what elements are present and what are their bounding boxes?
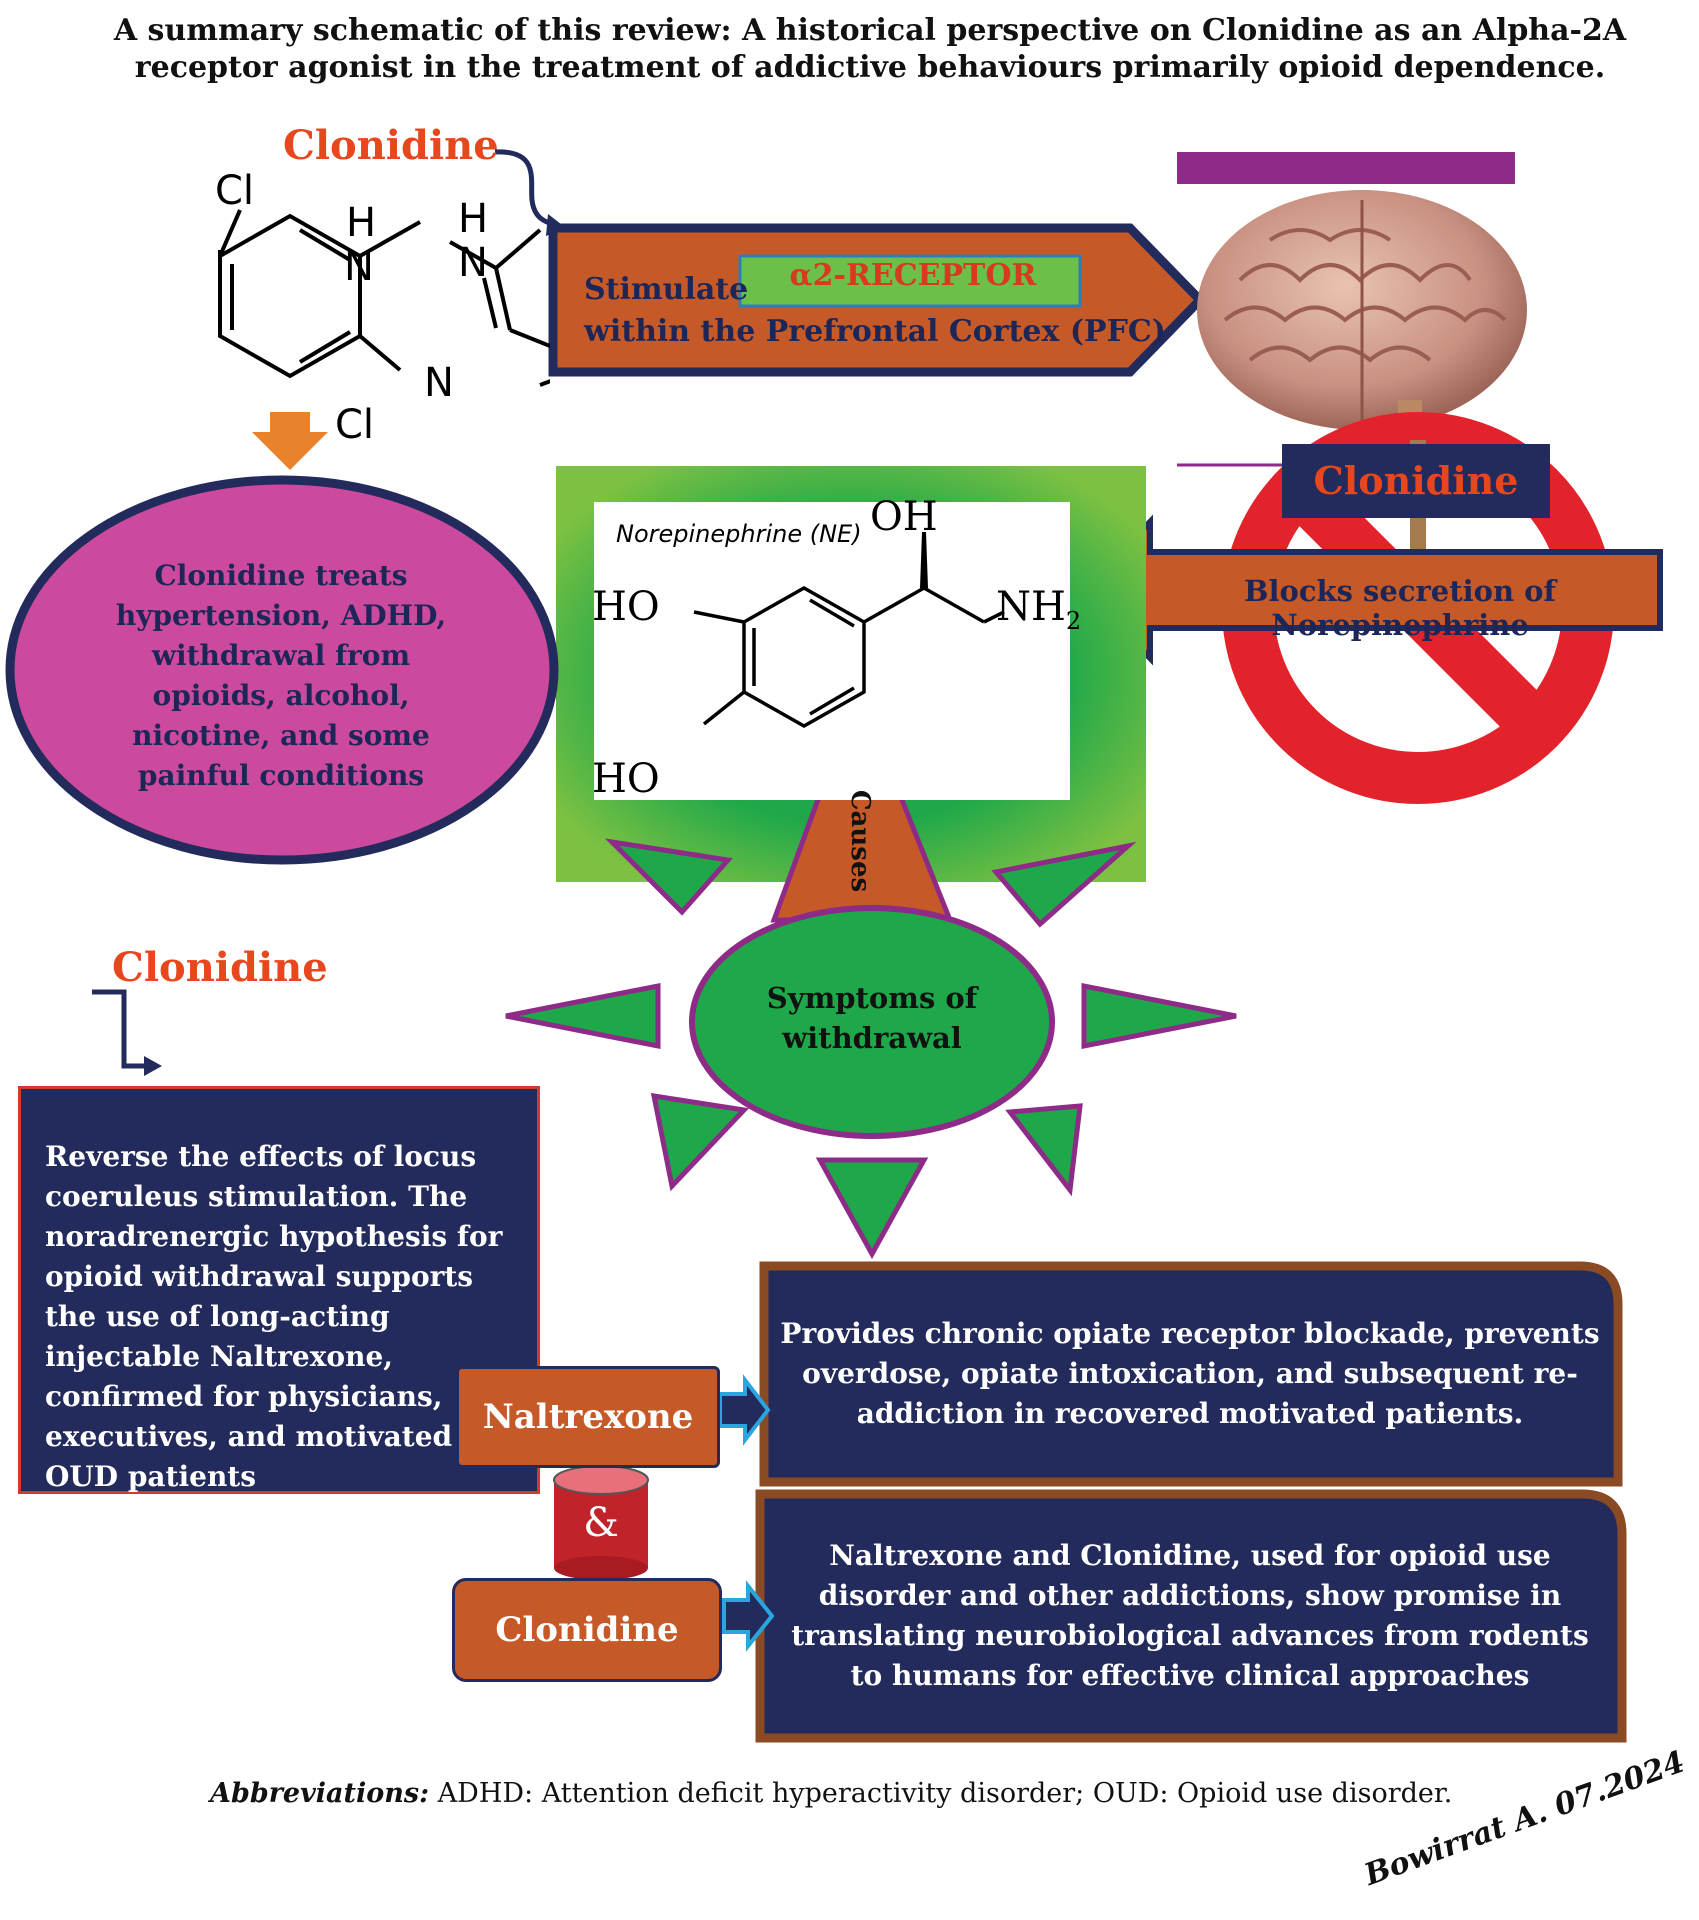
down-arrow-icon xyxy=(252,412,328,470)
curved-connector xyxy=(494,149,556,228)
treats-ellipse xyxy=(5,475,559,865)
withdrawal-rays xyxy=(505,838,1237,1260)
pfc-label: within the Prefrontal Cortex (PFC) xyxy=(584,314,1166,349)
h-atom-2: H xyxy=(458,196,489,242)
blocks-arrow-shape xyxy=(1080,514,1663,666)
ne-ho-2: HO xyxy=(592,756,660,802)
cl-atom-2: Cl xyxy=(335,402,375,448)
page-title: A summary schematic of this review: A hi… xyxy=(113,13,1627,85)
combo-box-shape xyxy=(755,1489,1627,1743)
abbreviations-text: ADHD: Attention deficit hyperactivity di… xyxy=(429,1778,1453,1809)
elbow-connector-head xyxy=(144,1056,162,1076)
ne-nh2: NH2 xyxy=(996,584,1081,635)
ampersand-label: & xyxy=(583,1500,619,1546)
clonidine-top-label: Clonidine xyxy=(283,122,499,169)
elbow-connector xyxy=(92,989,148,1069)
ne-panel xyxy=(594,502,1070,800)
ne-ho-1: HO xyxy=(592,584,660,630)
reverse-box: Reverse the effects of locus coeruleus s… xyxy=(18,1086,540,1494)
cylinder-connector xyxy=(553,1465,649,1580)
causes-label: Causes xyxy=(845,789,875,893)
ne-subscript: 2 xyxy=(1065,607,1082,635)
purple-bar xyxy=(1177,152,1515,184)
arrow-icons xyxy=(718,1374,775,1652)
symptoms-text: Symptoms of withdrawal xyxy=(766,981,978,1055)
n-atom-2: N xyxy=(458,240,488,286)
combo-text: Naltrexone and Clonidine, used for opioi… xyxy=(791,1539,1589,1692)
clonidine-block-label: Clonidine xyxy=(1282,444,1550,518)
n-atom-1: N xyxy=(344,244,374,290)
symptoms-ellipse xyxy=(689,905,1055,1139)
stimulate-word: Stimulate xyxy=(584,272,749,307)
abbreviations: Abbreviations: ADHD: Attention deficit h… xyxy=(210,1778,1452,1809)
ne-structure-diagram xyxy=(693,532,1005,729)
ne-oh-top: OH xyxy=(870,494,938,540)
abbreviations-label: Abbreviations: xyxy=(210,1778,430,1809)
naltrexone-label: Naltrexone xyxy=(456,1366,720,1468)
h-atom-1: H xyxy=(346,200,377,246)
receptor-highlight xyxy=(738,254,1082,308)
receptor-label: α2-RECEPTOR xyxy=(789,258,1037,293)
treats-text: Clonidine treats hypertension, ADHD, wit… xyxy=(115,559,447,792)
ne-nh-text: NH xyxy=(996,584,1066,630)
n-atom-3: N xyxy=(424,360,454,406)
provides-box-shape xyxy=(759,1261,1623,1487)
clonidine-bottom-label: Clonidine xyxy=(452,1578,722,1682)
clonidine-structure-diagram xyxy=(218,209,550,387)
ne-label: Norepinephrine (NE) xyxy=(616,520,862,548)
cl-atom-1: Cl xyxy=(215,168,255,214)
clonidine-mid-label: Clonidine xyxy=(112,944,328,991)
blocks-text: Blocks secretion of Norepinephrine xyxy=(1244,574,1556,642)
provides-text: Provides chronic opiate receptor blockad… xyxy=(780,1317,1600,1430)
